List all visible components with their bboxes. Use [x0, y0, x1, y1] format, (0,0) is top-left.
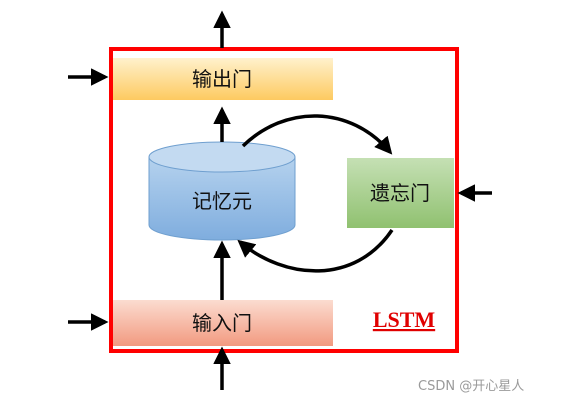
cell-to-forget-arrow	[241, 114, 393, 155]
lstm-label: LSTM	[373, 307, 436, 332]
input-gate-label: 输入门	[192, 311, 252, 335]
output-gate-label: 输出门	[192, 67, 252, 91]
forget-gate-box	[347, 158, 454, 228]
memory-cell-label: 记忆元	[192, 189, 252, 213]
memory-cell-cylinder	[148, 141, 296, 241]
input-gate-box	[113, 300, 333, 346]
forget-to-cell-arrow	[237, 229, 394, 273]
watermark: CSDN @开心星人	[418, 379, 525, 394]
lstm-border	[109, 47, 459, 353]
output-gate-box	[113, 58, 333, 100]
forget-gate-label: 遗忘门	[370, 181, 430, 205]
